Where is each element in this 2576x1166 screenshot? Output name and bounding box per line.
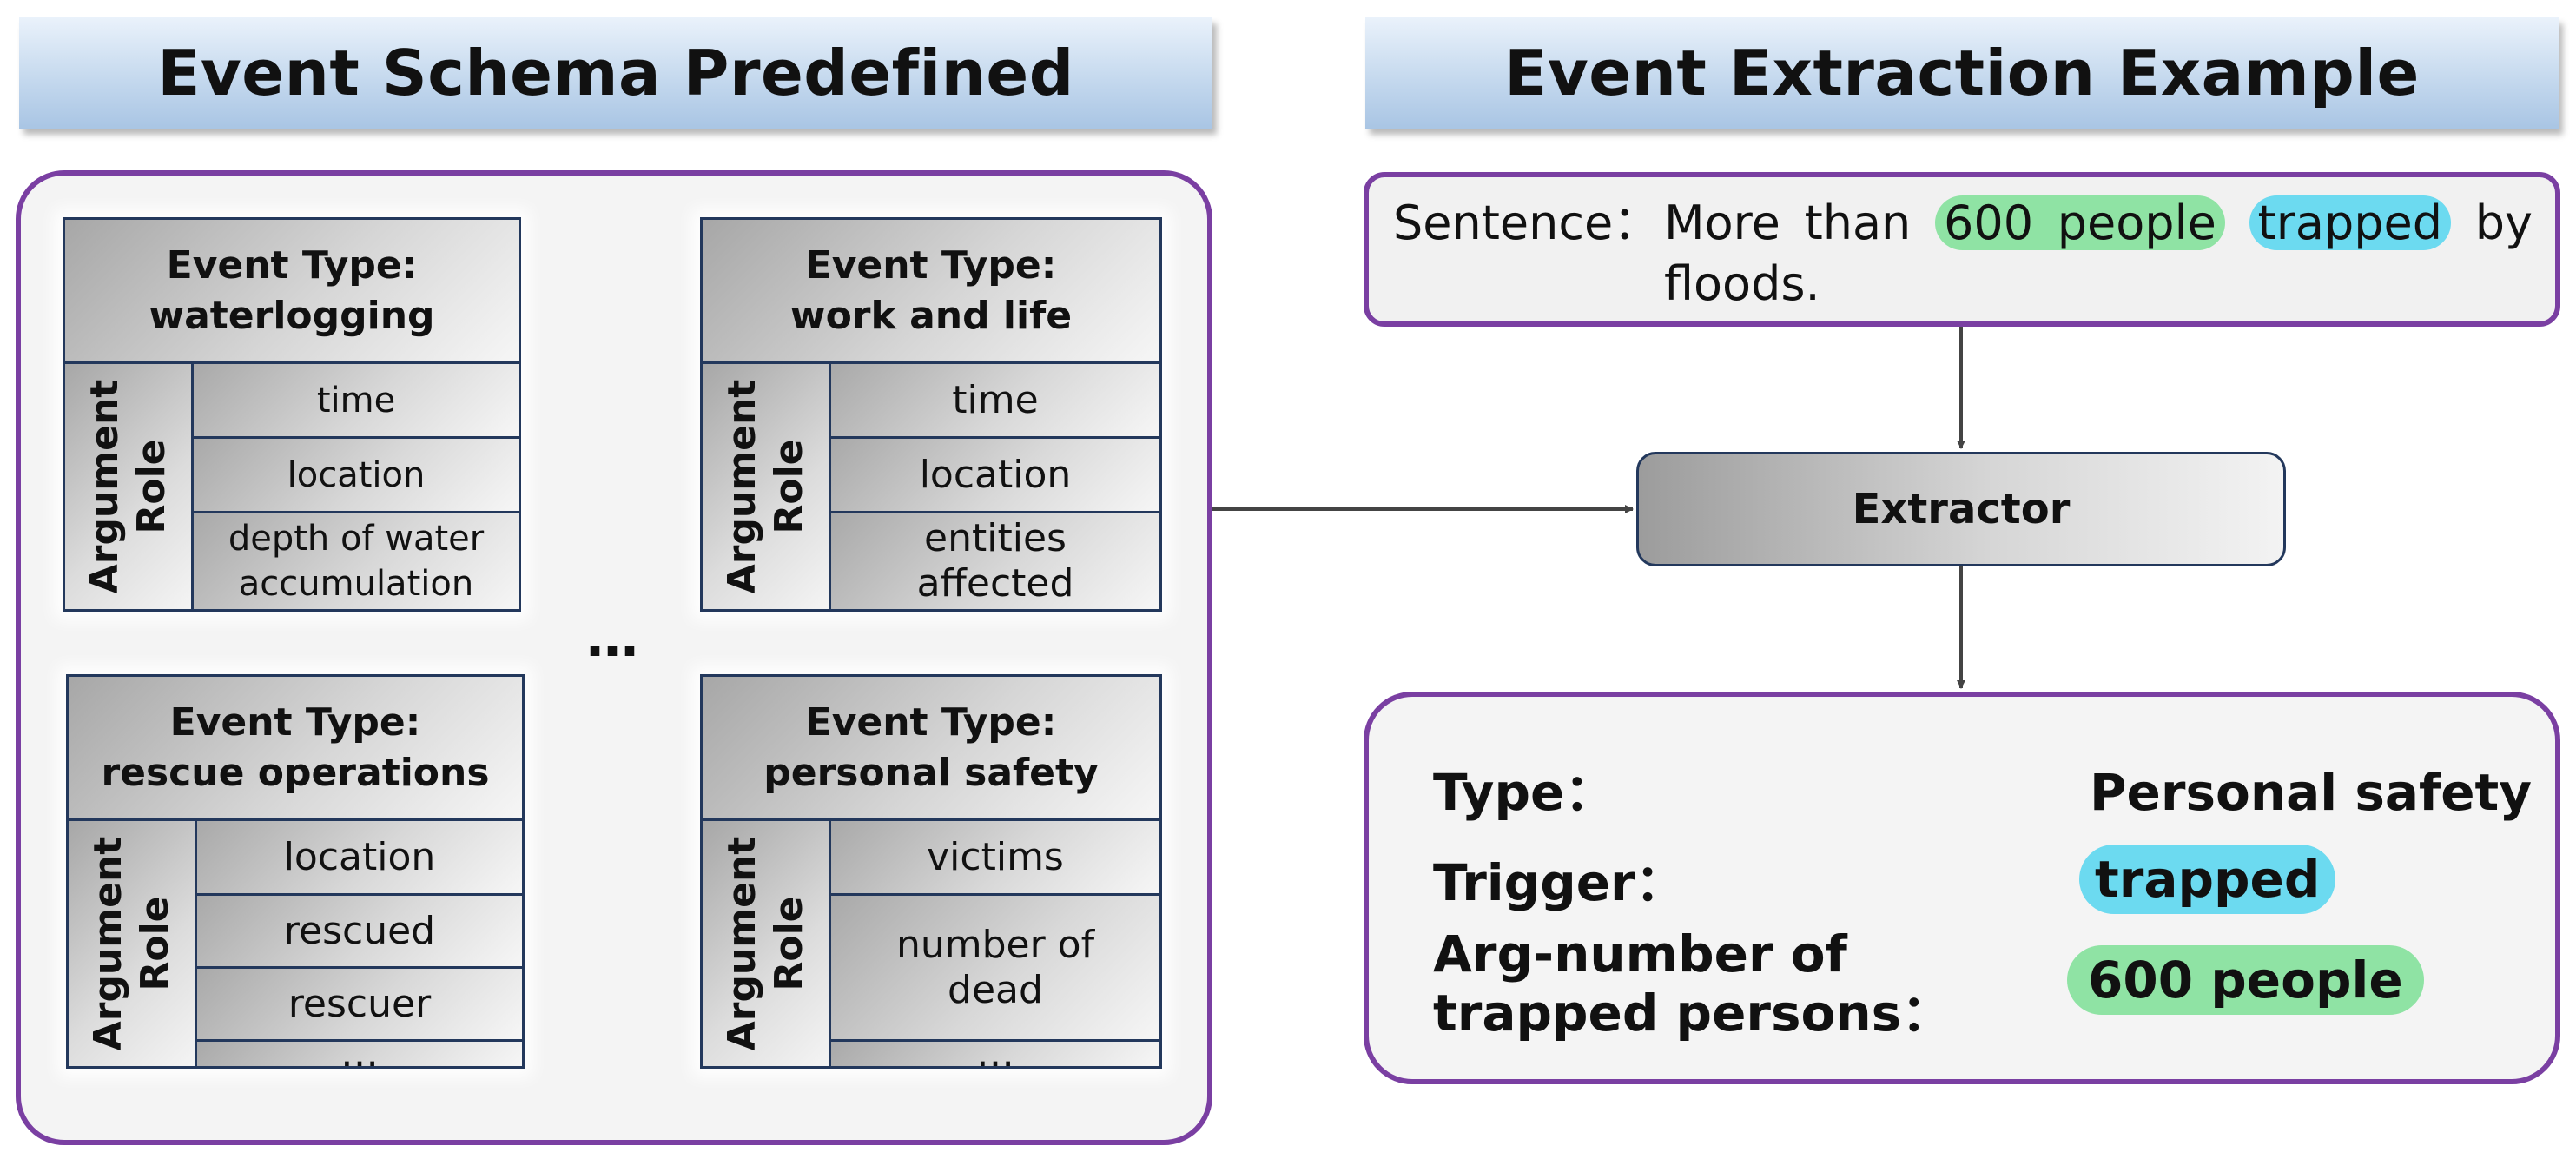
event-type-title: Event Type: personal safety <box>703 677 1159 821</box>
role-cell: depth of water accumulation <box>194 513 519 609</box>
role-cell: location <box>831 439 1159 513</box>
role-cell: victims <box>831 821 1159 896</box>
role-cell: time <box>831 364 1159 439</box>
sentence-prefix: More than <box>1664 195 1912 250</box>
role-cell: time <box>194 364 519 439</box>
result-type-value: Personal safety <box>2090 763 2533 822</box>
result-argument-label-line1: Arg-number of <box>1433 924 1847 984</box>
extractor-box: Extractor <box>1636 452 2286 566</box>
result-trigger-label: Trigger： <box>1433 853 1686 912</box>
role-cell: rescued <box>197 896 522 969</box>
sentence-text: More than 600 people trapped by floods. <box>1664 193 2533 315</box>
event-type-name: waterlogging <box>149 293 435 338</box>
role-cell: number of dead <box>831 896 1159 1042</box>
result-trigger-value: trapped <box>2079 845 2336 914</box>
event-type-title: Event Type: rescue operations <box>69 677 522 821</box>
result-type-label: Type： <box>1433 763 1615 822</box>
sentence-suffix: by floods. <box>1664 195 2533 311</box>
schema-header: Event Schema Predefined <box>19 17 1212 129</box>
trigger-span-highlight: trapped <box>2249 195 2452 250</box>
event-type-label: Event Type: <box>805 699 1057 745</box>
sentence-panel: Sentence： More than 600 people trapped b… <box>1364 172 2560 327</box>
role-cell: location <box>194 439 519 513</box>
example-header: Event Extraction Example <box>1365 17 2559 129</box>
result-argument-value: 600 people <box>2067 945 2424 1015</box>
event-type-label: Event Type: <box>166 242 418 288</box>
event-type-title: Event Type: work and life <box>703 220 1159 364</box>
result-argument-label-line2: trapped persons： <box>1433 984 1952 1043</box>
more-event-types-ellipsis: … <box>586 608 638 669</box>
event-type-name: rescue operations <box>101 750 490 795</box>
sentence-label: Sentence： <box>1393 195 1661 250</box>
event-type-name: personal safety <box>763 750 1099 795</box>
event-type-title: Event Type: waterlogging <box>65 220 519 364</box>
result-panel: Type： Personal safety Trigger： trapped A… <box>1364 692 2560 1084</box>
role-cell: location <box>197 821 522 896</box>
event-type-label: Event Type: <box>169 699 421 745</box>
role-cell: entities affected <box>831 513 1159 609</box>
role-cell: rescuer <box>197 969 522 1042</box>
event-type-label: Event Type: <box>805 242 1057 288</box>
event-type-name: work and life <box>789 293 1073 338</box>
argument-span-highlight: 600 people <box>1935 195 2225 250</box>
result-argument-label: Arg-number of trapped persons： <box>1433 924 1952 1043</box>
